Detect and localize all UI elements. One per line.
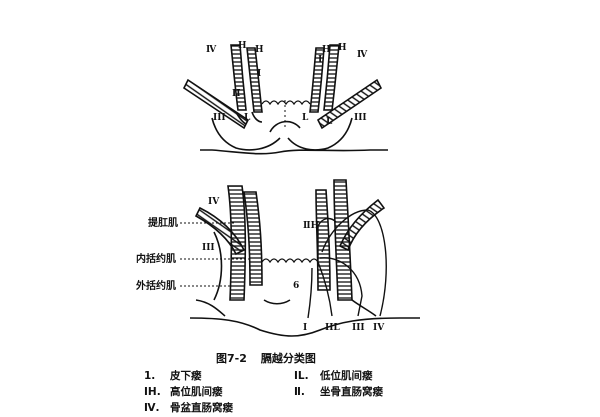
label-top-right-h-inner: H bbox=[322, 45, 331, 55]
label-top-left-ii: II bbox=[232, 89, 240, 99]
label-bottom-center-6: 6 bbox=[293, 281, 299, 291]
top-right-levator-band bbox=[316, 78, 383, 130]
legend-key: 1. bbox=[144, 370, 156, 382]
bottom-diagram-labels: 提肛肌 内括约肌 外括约肌 IV III ⅡH 6 I IIL III IV bbox=[135, 197, 385, 333]
label-top-right-iii: III bbox=[354, 113, 367, 123]
top-diagram-labels: Ⅳ H H I II L III I H H Ⅳ L L III bbox=[206, 41, 368, 127]
label-top-left-l: L bbox=[244, 113, 251, 123]
fistula-track-iii bbox=[319, 257, 363, 317]
legend-key: ⅠH. bbox=[144, 386, 161, 398]
label-top-right-l-center: L bbox=[302, 113, 309, 123]
legend-row: 1. 皮下瘘 ⅠL. 低位肌间瘘 bbox=[144, 368, 464, 384]
label-bottom-iii: III bbox=[352, 323, 365, 333]
top-left-levator-band bbox=[182, 78, 250, 130]
label-top-left-iii: III bbox=[213, 113, 226, 123]
fistula-track-i bbox=[307, 267, 313, 319]
figure-legend: 1. 皮下瘘 ⅠL. 低位肌间瘘 ⅠH. 高位肌间瘘 Ⅱ. 坐骨直肠窝瘘 Ⅳ. 骨盆直肠窝… bbox=[144, 368, 464, 416]
fistula-track-iv bbox=[321, 209, 387, 317]
label-internal-sphincter: 内括约肌 bbox=[136, 252, 176, 265]
label-bottom-left-iv: IV bbox=[208, 197, 220, 207]
label-bottom-iv: IV bbox=[373, 323, 385, 333]
label-top-right-iv: Ⅳ bbox=[357, 50, 368, 60]
legend-key: Ⅱ. bbox=[294, 386, 305, 398]
label-top-left-iv: Ⅳ bbox=[206, 45, 217, 55]
top-left-internal-band bbox=[246, 47, 263, 113]
fistula-track-iil bbox=[317, 261, 333, 317]
legend-key: Ⅳ. bbox=[144, 402, 160, 414]
label-levator-ani: 提肛肌 bbox=[148, 216, 178, 229]
label-bottom-i: I bbox=[303, 323, 307, 333]
legend-text: 高位肌间瘘 bbox=[170, 386, 223, 398]
label-external-sphincter: 外括约肌 bbox=[135, 279, 176, 292]
label-top-right-l-inner: L bbox=[326, 117, 333, 127]
label-top-right-i: I bbox=[318, 55, 322, 65]
bottom-left-internal-sphincter bbox=[243, 191, 263, 286]
top-right-internal-band bbox=[309, 47, 325, 113]
fistula-track-iih bbox=[317, 217, 337, 262]
top-diagram bbox=[182, 44, 388, 155]
bottom-left-external-sphincter bbox=[227, 185, 247, 301]
label-bottom-iil: IIL bbox=[325, 323, 340, 333]
top-left-external-band bbox=[230, 44, 247, 111]
legend-text: 坐骨直肠窝瘘 bbox=[320, 386, 383, 398]
legend-key: ⅠL. bbox=[294, 370, 309, 382]
legend-text: 骨盆直肠窝瘘 bbox=[170, 402, 233, 414]
label-top-left-h-inner: H bbox=[255, 45, 264, 55]
figure-caption: 图7-2 膈越分类图 bbox=[216, 350, 330, 366]
legend-text: 皮下瘘 bbox=[170, 370, 202, 382]
figure-title: 膈越分类图 bbox=[260, 352, 316, 365]
label-bottom-left-iii: III bbox=[202, 243, 215, 253]
label-bottom-right-iih: ⅡH bbox=[303, 221, 320, 231]
legend-text: 低位肌间瘘 bbox=[320, 370, 373, 382]
side-label-leaders bbox=[180, 222, 250, 287]
top-right-external-band bbox=[323, 44, 340, 111]
bottom-diagram bbox=[189, 179, 420, 337]
figure-number: 图7-2 bbox=[216, 352, 247, 365]
legend-row: Ⅳ. 骨盆直肠窝瘘 bbox=[144, 400, 464, 416]
label-top-left-i: I bbox=[257, 69, 261, 79]
legend-row: ⅠH. 高位肌间瘘 Ⅱ. 坐骨直肠窝瘘 bbox=[144, 384, 464, 400]
label-top-left-h-outer: H bbox=[238, 41, 247, 51]
label-top-right-h-outer: H bbox=[338, 43, 347, 53]
